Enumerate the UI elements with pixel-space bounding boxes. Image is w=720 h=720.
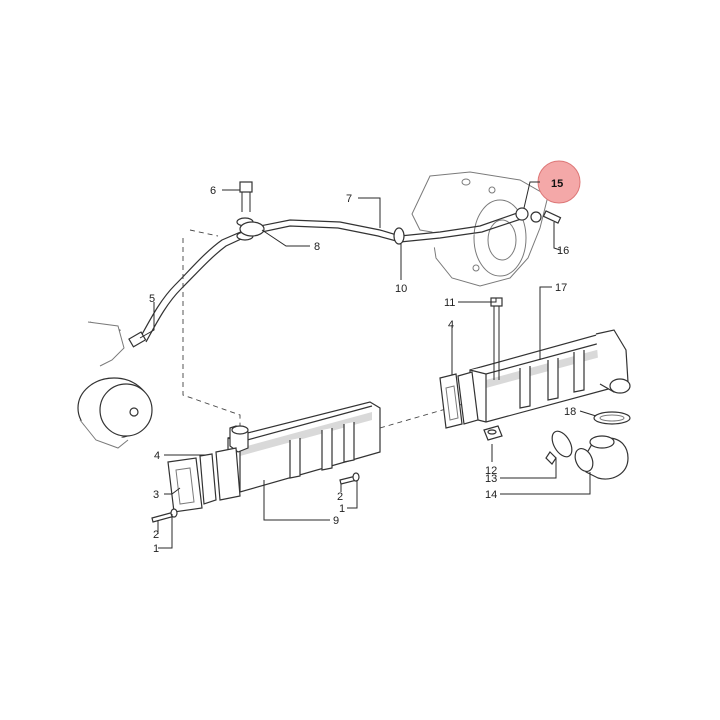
exhaust-manifold-left <box>151 401 381 523</box>
callout-18: 18 <box>564 406 576 418</box>
callout-16: 16 <box>557 245 569 257</box>
callout-4-left: 4 <box>154 450 160 462</box>
exhaust-manifold-right <box>439 297 631 429</box>
callout-3: 3 <box>153 489 159 501</box>
callout-15: 15 <box>551 178 563 190</box>
callout-1-middle: 1 <box>339 503 345 515</box>
callout-2-middle: 2 <box>337 491 343 503</box>
callout-7: 7 <box>346 193 352 205</box>
callout-4-right: 4 <box>448 319 454 331</box>
water-pump <box>77 321 153 449</box>
callout-5: 5 <box>149 293 155 305</box>
turbo-housing <box>411 171 549 287</box>
pipe-assembly <box>128 181 562 348</box>
callout-1-left: 1 <box>153 543 159 555</box>
hose-parts <box>483 411 631 480</box>
callout-8: 8 <box>314 241 320 253</box>
callout-9: 9 <box>333 515 339 527</box>
callout-12: 12 <box>485 465 497 477</box>
callout-11: 11 <box>444 297 455 309</box>
callout-10: 10 <box>395 283 407 295</box>
callout-17: 17 <box>555 282 567 294</box>
callout-13: 13 <box>485 473 497 485</box>
callout-labels: 6 7 8 5 10 15 16 11 17 4 18 12 13 14 4 3… <box>149 178 576 555</box>
callout-6: 6 <box>210 185 216 197</box>
callout-14: 14 <box>485 489 497 501</box>
callout-2-left: 2 <box>153 529 159 541</box>
leader-lines <box>139 181 597 549</box>
